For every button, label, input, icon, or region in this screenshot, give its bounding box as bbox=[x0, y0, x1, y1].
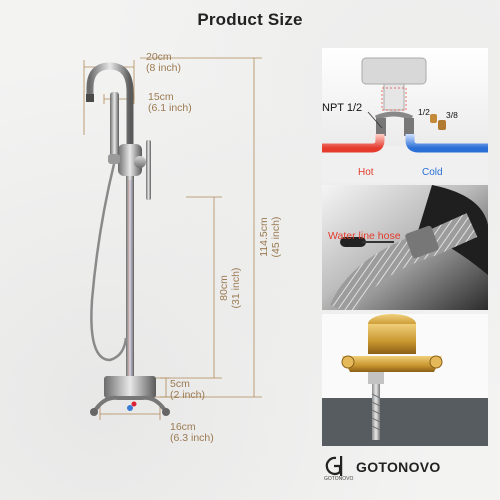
spout-aerator bbox=[86, 94, 94, 102]
base-width-label: 16cm (6.3 inch) bbox=[170, 421, 214, 444]
base-height-label: 5cm (2 inch) bbox=[170, 378, 206, 401]
valve-knob bbox=[134, 156, 146, 168]
spout bbox=[86, 62, 134, 154]
riser-height-label: 80cm (31 inch) bbox=[218, 267, 242, 309]
total-height-label: 114.5cm (45 inch) bbox=[258, 216, 282, 258]
floor-base bbox=[104, 376, 156, 398]
gotonovo-logo-icon bbox=[325, 456, 343, 476]
brand-subtitle: GOTONOVO bbox=[324, 476, 354, 482]
connection-panel: NPT 1/2 1/2 3/8 Hot Cold bbox=[322, 48, 488, 183]
water-line-hose-label: Water line hose bbox=[328, 230, 401, 242]
riser-pipe bbox=[126, 150, 134, 382]
shower-hose bbox=[90, 163, 128, 362]
hot-label: Hot bbox=[358, 167, 374, 178]
connection-diagram bbox=[322, 48, 488, 183]
page-title: Product Size bbox=[197, 10, 303, 29]
mixer-handle bbox=[146, 140, 151, 200]
hose-photo bbox=[322, 185, 488, 310]
hose-panel: Water line hose bbox=[322, 185, 488, 310]
brand-name: GOTONOVO bbox=[356, 459, 441, 475]
brand-block: GOTONOVO GOTONOVO bbox=[322, 452, 492, 484]
fitting-half-icon bbox=[438, 120, 446, 130]
spout-reach-label: 20cm (8 inch) bbox=[146, 51, 182, 74]
bracket-photo bbox=[322, 314, 488, 446]
faucet-illustration bbox=[83, 57, 262, 420]
mounting-bracket bbox=[92, 395, 168, 414]
handheld-holder bbox=[108, 154, 120, 164]
handheld-shower bbox=[110, 92, 119, 158]
npt-label: NPT 1/2 bbox=[322, 102, 363, 114]
fitting-half-label: 1/2 bbox=[418, 107, 430, 117]
valve-body bbox=[118, 144, 142, 176]
handheld-label: 15cm (6.1 inch) bbox=[148, 91, 192, 114]
fitting-three-eighths-label: 3/8 bbox=[446, 110, 458, 120]
cold-label: Cold bbox=[422, 167, 443, 178]
bracket-panel bbox=[322, 314, 488, 446]
